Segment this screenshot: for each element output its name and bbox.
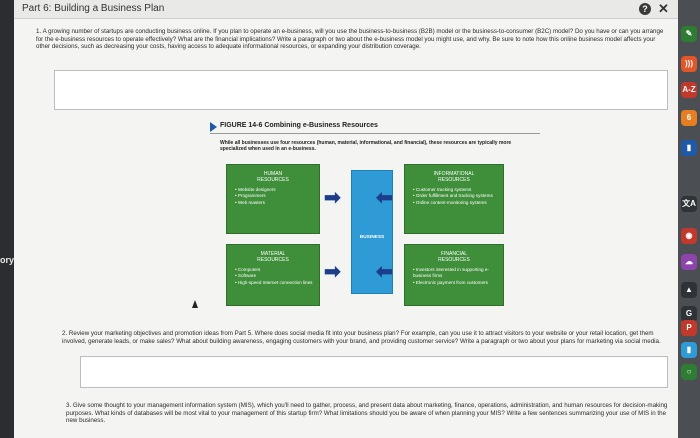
- material-resources-title: MATERIAL RESOURCES: [257, 251, 289, 263]
- drive-icon[interactable]: ▲: [681, 282, 697, 298]
- list-item: High-speed Internet connection lines: [235, 280, 319, 286]
- list-item: Web masters: [235, 200, 319, 206]
- human-resources-box: HUMAN RESOURCES Website designers Progra…: [226, 164, 320, 234]
- informational-resources-list: Customer tracking systems Order fulfillm…: [405, 187, 503, 206]
- cloud-icon[interactable]: ☁: [681, 254, 697, 270]
- material-resources-list: Computers Software High-speed Internet c…: [227, 267, 319, 286]
- question-1-number: 1.: [36, 28, 42, 35]
- figure-caption: While all businesses use four resources …: [220, 140, 512, 152]
- bookmark-icon[interactable]: ▮: [681, 140, 697, 156]
- informational-resources-title: INFORMATIONAL RESOURCES: [433, 171, 475, 183]
- help-icon[interactable]: ?: [639, 3, 651, 15]
- pinterest-icon[interactable]: P: [681, 320, 697, 336]
- list-item: Online content-monitoring systems: [413, 200, 503, 206]
- list-item: Customer tracking systems: [413, 187, 503, 193]
- pencil-icon[interactable]: ✎: [681, 26, 697, 42]
- arrow-left-icon: ⬅: [376, 261, 393, 283]
- list-item: Programmers: [235, 193, 319, 199]
- question-1-text: A growing number of startups are conduct…: [36, 28, 664, 50]
- dictionary-icon[interactable]: A-Z: [681, 82, 697, 98]
- figure-marker-icon: [210, 122, 217, 132]
- business-label: BUSINESS: [359, 235, 385, 240]
- bookmark-blue-icon[interactable]: ▮: [681, 342, 697, 358]
- mouse-cursor-icon: [192, 300, 198, 308]
- list-item: Website designers: [235, 187, 319, 193]
- list-item: Computers: [235, 267, 319, 273]
- list-item: Order fulfillment and tracking systems: [413, 193, 503, 199]
- financial-resources-title: FINANCIAL RESOURCES: [438, 251, 470, 263]
- figure-header: FIGURE 14-6 Combining e-Business Resourc…: [210, 121, 540, 134]
- question-3: 3. Give some thought to your management …: [66, 402, 670, 425]
- arrow-left-icon: ⬅: [376, 187, 393, 209]
- question-2: 2. Review your marketing objectives and …: [62, 330, 668, 345]
- list-item: Software: [235, 273, 319, 279]
- human-resources-list: Website designers Programmers Web master…: [227, 187, 319, 206]
- window-title: Part 6: Building a Business Plan: [22, 3, 165, 14]
- rss-icon[interactable]: ))): [681, 56, 697, 72]
- question-3-number: 3.: [66, 402, 72, 409]
- question-1: 1. A growing number of startups are cond…: [36, 28, 666, 51]
- question-2-text: Review your marketing objectives and pro…: [62, 330, 661, 345]
- right-dock: ✎ ))) A-Z 6 ▮ 文A ◉ ☁ ▲ G P ▮ ○: [678, 0, 700, 438]
- translate-icon[interactable]: 文A: [681, 196, 697, 212]
- left-bezel: ory: [0, 0, 14, 438]
- list-item: Investors interested in supporting e-bus…: [413, 267, 503, 280]
- list-item: Electronic payment from customers: [413, 280, 503, 286]
- human-resources-title: HUMAN RESOURCES: [257, 171, 289, 183]
- title-bar: Part 6: Building a Business Plan ? ✕: [14, 0, 678, 19]
- financial-resources-box: FINANCIAL RESOURCES Investors interested…: [404, 244, 504, 306]
- question-3-text: Give some thought to your management inf…: [66, 402, 668, 424]
- answer-box-2[interactable]: [80, 356, 668, 388]
- document-window: Part 6: Building a Business Plan ? ✕ 1. …: [14, 0, 678, 438]
- circle-green-icon[interactable]: ○: [681, 364, 697, 380]
- left-edge-text: ory: [0, 255, 15, 265]
- close-icon[interactable]: ✕: [658, 1, 669, 16]
- material-resources-box: MATERIAL RESOURCES Computers Software Hi…: [226, 244, 320, 306]
- financial-resources-list: Investors interested in supporting e-bus…: [405, 267, 503, 286]
- business-center-bar: BUSINESS: [351, 170, 393, 294]
- google-icon[interactable]: G: [681, 306, 697, 322]
- arrow-right-icon: ➡: [324, 187, 341, 209]
- answer-box-1[interactable]: [54, 70, 668, 110]
- informational-resources-box: INFORMATIONAL RESOURCES Customer trackin…: [404, 164, 504, 234]
- number-six-icon[interactable]: 6: [681, 110, 697, 126]
- figure-label: FIGURE 14-6 Combining e-Business Resourc…: [220, 122, 378, 129]
- toggle-icon[interactable]: ◉: [681, 228, 697, 244]
- arrow-right-icon: ➡: [324, 261, 341, 283]
- question-2-number: 2.: [62, 330, 68, 337]
